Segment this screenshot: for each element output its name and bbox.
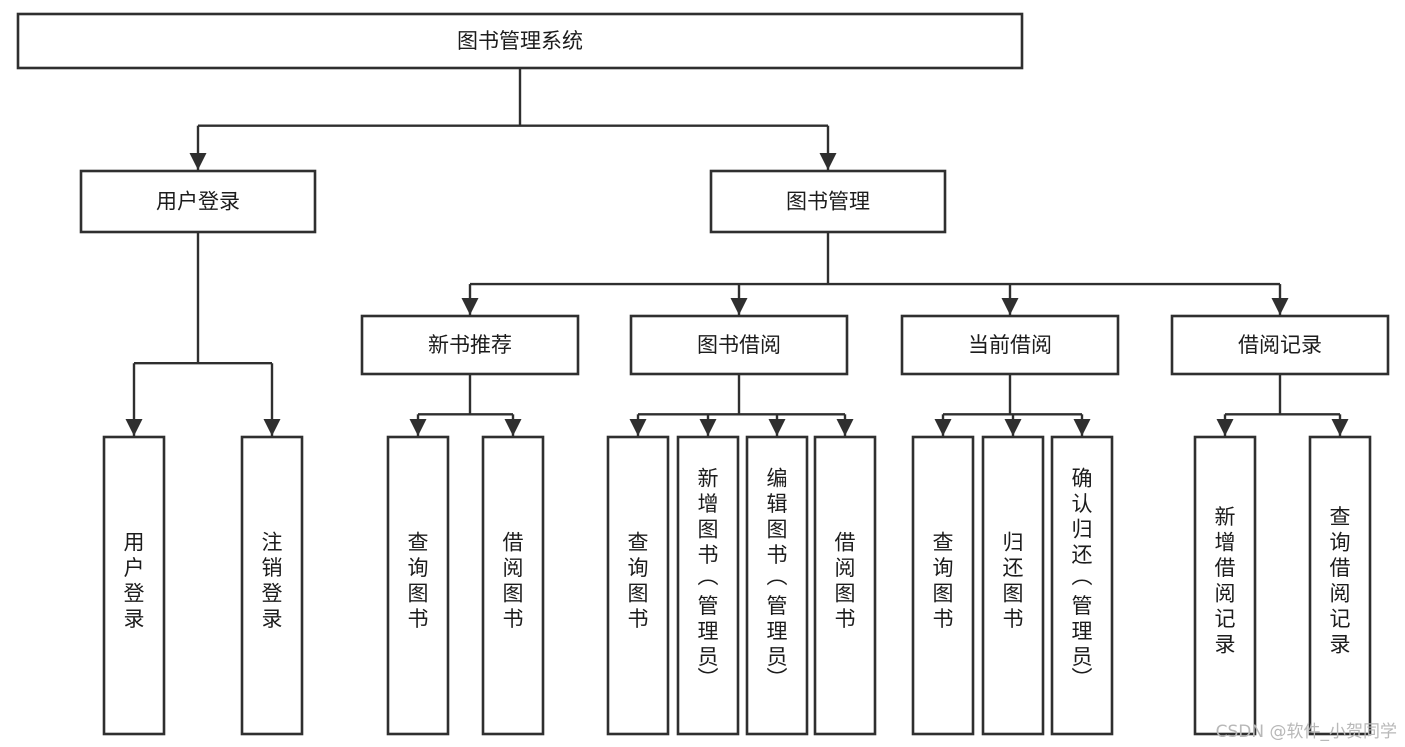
node-box-leaf-query-borrow-record — [1308, 435, 1372, 736]
arrow-head-icon — [730, 298, 748, 315]
node-book-borrow[interactable]: 图书借阅 — [629, 314, 849, 376]
node-current-borrow[interactable]: 当前借阅 — [900, 314, 1120, 376]
node-label-leaf-borrow-book: 借阅图书 — [835, 530, 856, 631]
arrow-head-icon — [1216, 419, 1234, 436]
node-box-leaf-logout — [240, 435, 304, 736]
node-label-leaf-user-login: 用户登录 — [124, 530, 145, 631]
node-leaf-confirm-return[interactable]: 确认归还︵管理员︶ — [1050, 435, 1114, 736]
node-label-user-login: 用户登录 — [156, 190, 240, 214]
node-label-leaf-query-book-borrow: 查询图书 — [628, 530, 649, 631]
node-leaf-borrow-book-recommend[interactable]: 借阅图书 — [481, 435, 545, 736]
node-leaf-user-login[interactable]: 用户登录 — [102, 435, 166, 736]
node-leaf-add-book[interactable]: 新增图书︵管理员︶ — [676, 435, 740, 736]
node-box-leaf-user-login — [102, 435, 166, 736]
arrow-head-icon — [461, 298, 479, 315]
node-leaf-query-book-borrow[interactable]: 查询图书 — [606, 435, 670, 736]
node-borrow-records[interactable]: 借阅记录 — [1170, 314, 1390, 376]
node-root[interactable]: 图书管理系统 — [16, 12, 1024, 70]
node-leaf-return-book[interactable]: 归还图书 — [981, 435, 1045, 736]
node-label-leaf-add-book: 新增图书︵管理员︶ — [698, 467, 719, 691]
node-box-leaf-add-borrow-record — [1193, 435, 1257, 736]
arrow-head-icon — [1073, 419, 1091, 436]
node-box-book-borrow — [629, 314, 849, 376]
arrow-head-icon — [263, 419, 281, 436]
node-label-leaf-confirm-return: 确认归还︵管理员︶ — [1072, 467, 1093, 691]
arrow-head-icon — [836, 419, 854, 436]
node-leaf-query-borrow-record[interactable]: 查询借阅记录 — [1308, 435, 1372, 736]
node-box-leaf-edit-book — [745, 435, 809, 736]
node-box-leaf-query-book-current — [911, 435, 975, 736]
node-label-root: 图书管理系统 — [457, 29, 583, 53]
arrow-head-icon — [1001, 298, 1019, 315]
arrow-head-icon — [819, 153, 837, 170]
arrow-head-icon — [629, 419, 647, 436]
node-layer: 图书管理系统用户登录图书管理新书推荐图书借阅当前借阅借阅记录用户登录注销登录查询… — [16, 12, 1390, 736]
node-leaf-query-book-recommend[interactable]: 查询图书 — [386, 435, 450, 736]
node-label-leaf-query-book-recommend: 查询图书 — [408, 530, 429, 631]
node-box-borrow-records — [1170, 314, 1390, 376]
node-label-book-borrow: 图书借阅 — [697, 333, 781, 357]
arrow-head-icon — [504, 419, 522, 436]
arrow-head-icon — [768, 419, 786, 436]
arrow-head-icon — [189, 153, 207, 170]
arrow-head-icon — [934, 419, 952, 436]
node-label-book-management: 图书管理 — [786, 190, 870, 214]
node-new-book-recommend[interactable]: 新书推荐 — [360, 314, 580, 376]
arrow-head-icon — [125, 419, 143, 436]
node-user-login[interactable]: 用户登录 — [79, 169, 317, 234]
arrow-head-icon — [1004, 419, 1022, 436]
arrow-head-icon — [409, 419, 427, 436]
node-label-new-book-recommend: 新书推荐 — [428, 333, 512, 357]
node-box-leaf-return-book — [981, 435, 1045, 736]
node-leaf-edit-book[interactable]: 编辑图书︵管理员︶ — [745, 435, 809, 736]
node-label-leaf-borrow-book-recommend: 借阅图书 — [503, 530, 524, 631]
node-label-leaf-return-book: 归还图书 — [1003, 530, 1024, 631]
node-box-leaf-query-book-borrow — [606, 435, 670, 736]
connector-layer — [125, 68, 1349, 436]
node-box-user-login — [79, 169, 317, 234]
node-label-leaf-edit-book: 编辑图书︵管理员︶ — [767, 467, 788, 691]
node-label-current-borrow: 当前借阅 — [968, 333, 1052, 357]
node-book-management[interactable]: 图书管理 — [709, 169, 947, 234]
node-label-borrow-records: 借阅记录 — [1238, 333, 1322, 357]
node-leaf-query-book-current[interactable]: 查询图书 — [911, 435, 975, 736]
node-box-root — [16, 12, 1024, 70]
node-box-leaf-borrow-book-recommend — [481, 435, 545, 736]
node-box-current-borrow — [900, 314, 1120, 376]
node-box-leaf-query-book-recommend — [386, 435, 450, 736]
node-leaf-borrow-book[interactable]: 借阅图书 — [813, 435, 877, 736]
node-label-leaf-query-book-current: 查询图书 — [933, 530, 954, 631]
node-leaf-add-borrow-record[interactable]: 新增借阅记录 — [1193, 435, 1257, 736]
node-box-book-management — [709, 169, 947, 234]
node-label-leaf-add-borrow-record: 新增借阅记录 — [1215, 505, 1236, 657]
arrow-head-icon — [1271, 298, 1289, 315]
node-label-leaf-logout: 注销登录 — [262, 530, 283, 631]
node-box-new-book-recommend — [360, 314, 580, 376]
node-box-leaf-confirm-return — [1050, 435, 1114, 736]
node-box-leaf-borrow-book — [813, 435, 877, 736]
node-leaf-logout[interactable]: 注销登录 — [240, 435, 304, 736]
node-box-leaf-add-book — [676, 435, 740, 736]
arrow-head-icon — [699, 419, 717, 436]
node-label-leaf-query-borrow-record: 查询借阅记录 — [1330, 505, 1351, 657]
arrow-head-icon — [1331, 419, 1349, 436]
